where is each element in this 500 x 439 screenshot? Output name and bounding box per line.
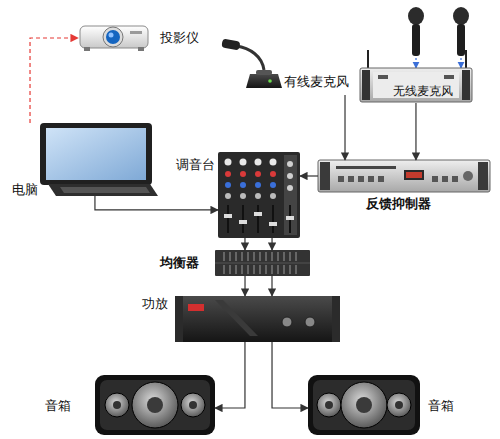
- device-label: 功放: [142, 296, 168, 312]
- equalizer-icon: [215, 250, 310, 276]
- speaker-icon: [95, 375, 215, 435]
- device-label: 均衡器: [160, 255, 199, 271]
- video-link: [30, 38, 78, 123]
- amplifier-icon: [175, 296, 340, 342]
- wireless-microphone-icon: [360, 7, 472, 102]
- feedback-suppressor-icon: [318, 160, 490, 192]
- wired-mic-node: 有线麦克风: [222, 40, 350, 95]
- signal-line: [271, 276, 272, 296]
- signal-line: [300, 175, 318, 176]
- speaker-icon: [308, 375, 420, 435]
- device-label: 音箱: [428, 398, 454, 414]
- feedback-suppressor-node: 反馈抑制器: [318, 160, 490, 192]
- signal-line: [415, 103, 416, 160]
- signal-line: [244, 276, 245, 296]
- device-label: 调音台: [176, 157, 215, 173]
- laptop-icon: [40, 123, 158, 196]
- wired-microphone-icon: [221, 38, 282, 88]
- projector-node: 投影仪: [78, 25, 150, 51]
- signal-line: [244, 238, 245, 250]
- device-label: 电脑: [12, 182, 38, 198]
- amplifier-node: 功放: [175, 296, 340, 342]
- wireless-mic-node: 无线麦克风: [355, 3, 475, 103]
- device-label: 无线麦克风: [393, 83, 453, 99]
- computer-node: 电脑: [12, 123, 155, 195]
- projector-icon: [80, 26, 148, 51]
- signal-line: [271, 238, 272, 250]
- signal-line: [272, 342, 308, 408]
- device-label: 音箱: [45, 398, 71, 414]
- signal-line: [215, 342, 245, 408]
- equalizer-node: 均衡器: [215, 250, 310, 276]
- speaker-node: 音箱: [95, 375, 215, 435]
- mixer-node: 调音台: [218, 152, 300, 238]
- device-label: 反馈抑制器: [366, 196, 431, 212]
- speaker-node: 音箱: [308, 375, 420, 435]
- device-label: 投影仪: [160, 30, 199, 46]
- device-label: 有线麦克风: [284, 74, 349, 90]
- mixer-icon: [218, 152, 300, 238]
- signal-line: [95, 195, 218, 210]
- signal-line: [344, 95, 345, 160]
